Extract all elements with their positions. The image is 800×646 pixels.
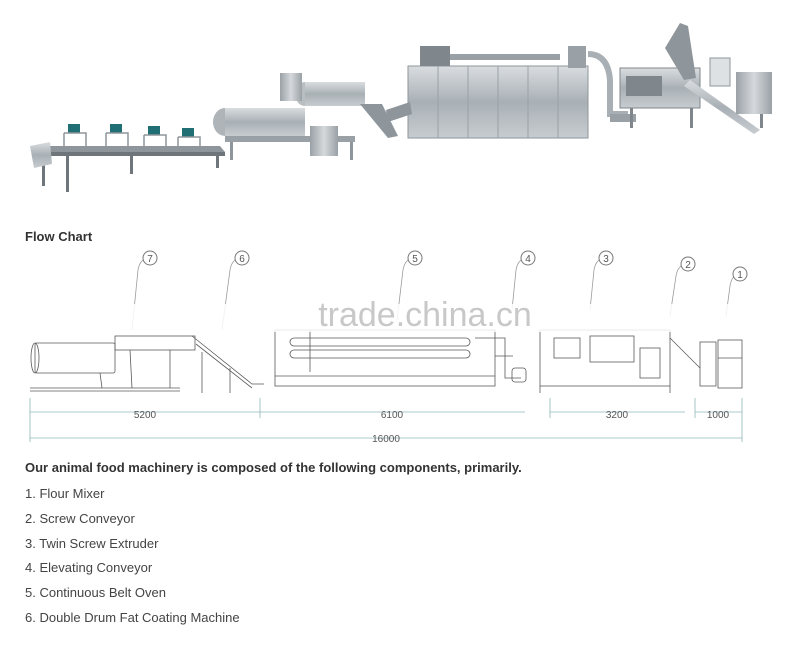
- callout-3: 3: [603, 254, 609, 265]
- coater-line-drawing: [30, 335, 264, 393]
- watermark-text: trade.china.cn: [318, 296, 532, 334]
- elevating-conveyor: [587, 51, 636, 122]
- watermark-band: [90, 304, 770, 332]
- callout-5: 5: [412, 254, 418, 265]
- list-item: 4. Elevating Conveyor: [25, 560, 153, 576]
- dimension-label-6100: 6100: [381, 410, 404, 421]
- oven-line-drawing: [274, 329, 527, 387]
- list-item: 1. Flour Mixer: [25, 486, 105, 501]
- list-item: 5. Continuous Belt Oven: [25, 585, 166, 601]
- callout-1: 1: [737, 270, 743, 281]
- components-intro: Our animal food machinery is composed of…: [25, 460, 522, 475]
- flow-chart-heading: Flow Chart: [25, 229, 93, 244]
- flow-chart-drawing: 7 6 5 4 3 2 1 trade.china.cn 5200 6100 3…: [29, 250, 770, 445]
- twin-screw-extruder: [619, 23, 772, 134]
- callout-markers: 7 6 5 4 3 2 1: [142, 250, 748, 282]
- seasoning-conveyor-table: [30, 124, 225, 192]
- dimension-label-5200: 5200: [134, 410, 157, 421]
- dimension-label-3200: 3200: [606, 410, 629, 421]
- callout-4: 4: [525, 254, 531, 265]
- drum-coater: [213, 73, 398, 160]
- list-item: 2. Screw Conveyor: [25, 510, 135, 526]
- list-item: 6. Double Drum Fat Coating Machine: [25, 609, 240, 625]
- callout-7: 7: [147, 254, 153, 265]
- callout-2: 2: [685, 260, 691, 271]
- list-item: 3. Twin Screw Extruder: [25, 535, 159, 551]
- production-line-illustration: [30, 23, 772, 192]
- dimension-label-1000: 1000: [707, 410, 730, 421]
- belt-oven: [386, 46, 589, 139]
- dimension-label-total: 16000: [372, 434, 400, 445]
- extruder-line-drawing: [539, 329, 743, 393]
- components-list: 1. Flour Mixer 2. Screw Conveyor 3. Twin…: [25, 485, 240, 634]
- dimension-lines: [29, 398, 743, 442]
- callout-6: 6: [239, 254, 245, 265]
